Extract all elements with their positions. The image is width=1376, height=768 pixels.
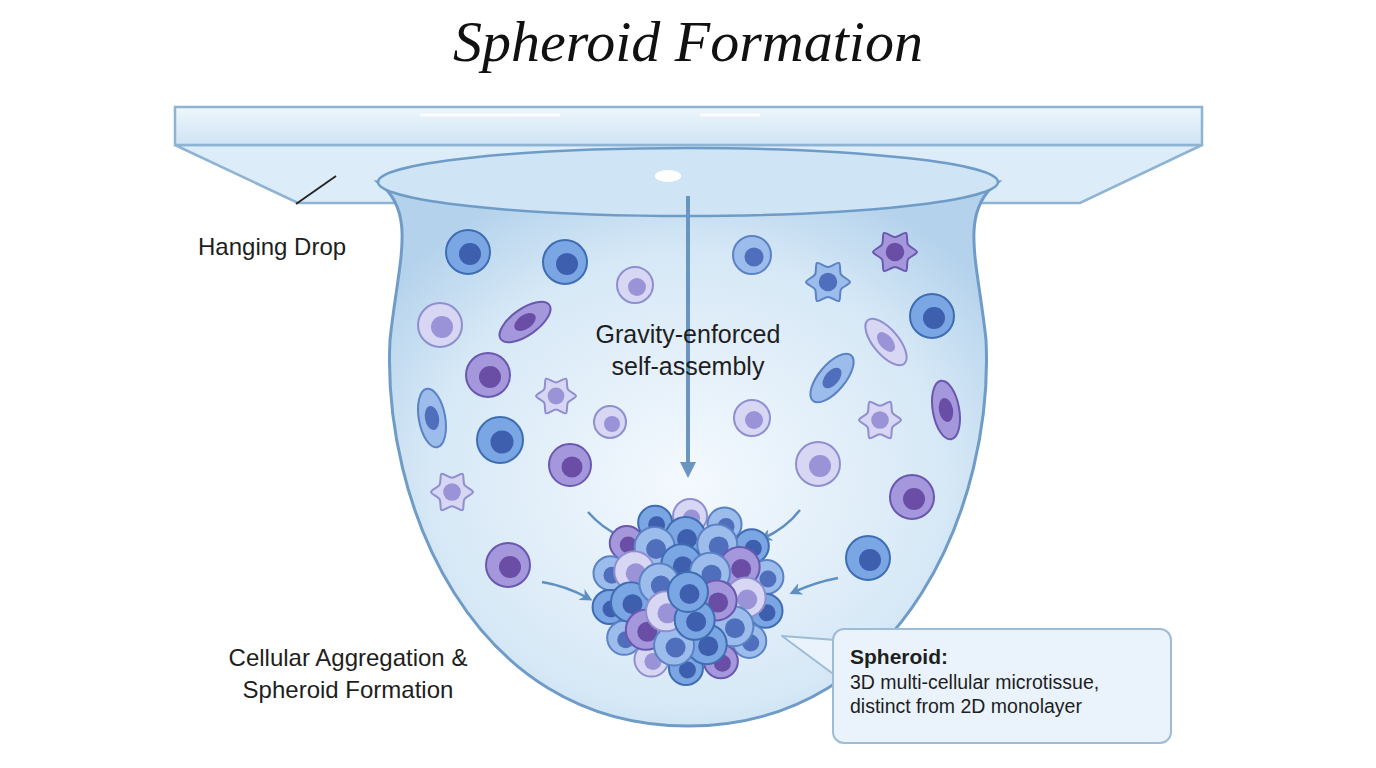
diagram-title: Spheroid Formation [0, 8, 1376, 75]
cell [859, 402, 901, 439]
cell [846, 536, 890, 580]
cells [414, 230, 964, 587]
cell [806, 263, 850, 301]
cell [734, 400, 770, 436]
cell [858, 312, 914, 372]
cell [493, 294, 557, 350]
callout-body: 3D multi-cellular microtissue, distinct … [850, 670, 1154, 718]
spheroid-cell [668, 572, 708, 612]
cell [418, 303, 462, 347]
spheroid-cluster [593, 499, 784, 685]
callout-pointer [782, 636, 836, 676]
cell [536, 379, 576, 414]
part-label: Hanging Drop [198, 232, 418, 262]
callout-box: Spheroid:3D multi-cellular microtissue, … [832, 628, 1172, 744]
glass-slide [175, 107, 1202, 145]
cell [803, 347, 861, 409]
drop-highlight [655, 170, 681, 182]
cell [733, 236, 771, 274]
cell [890, 475, 934, 519]
cell [910, 294, 954, 338]
leader-line [296, 176, 336, 204]
stage-label: Cellular Aggregation & Spheroid Formatio… [196, 642, 500, 706]
cell [796, 442, 840, 486]
cell [928, 378, 964, 441]
process-label: Gravity-enforced self-assembly [574, 318, 802, 382]
cell [486, 543, 530, 587]
cell [477, 417, 523, 463]
cell [446, 230, 490, 274]
cell [617, 267, 653, 303]
cell [466, 353, 510, 397]
cell [431, 474, 473, 511]
cell [543, 240, 587, 284]
cell [549, 444, 591, 486]
cell [873, 233, 917, 271]
slide-highlight [420, 114, 760, 117]
cell [414, 386, 450, 449]
cell [594, 406, 626, 438]
callout-heading: Spheroid: [850, 644, 1154, 670]
